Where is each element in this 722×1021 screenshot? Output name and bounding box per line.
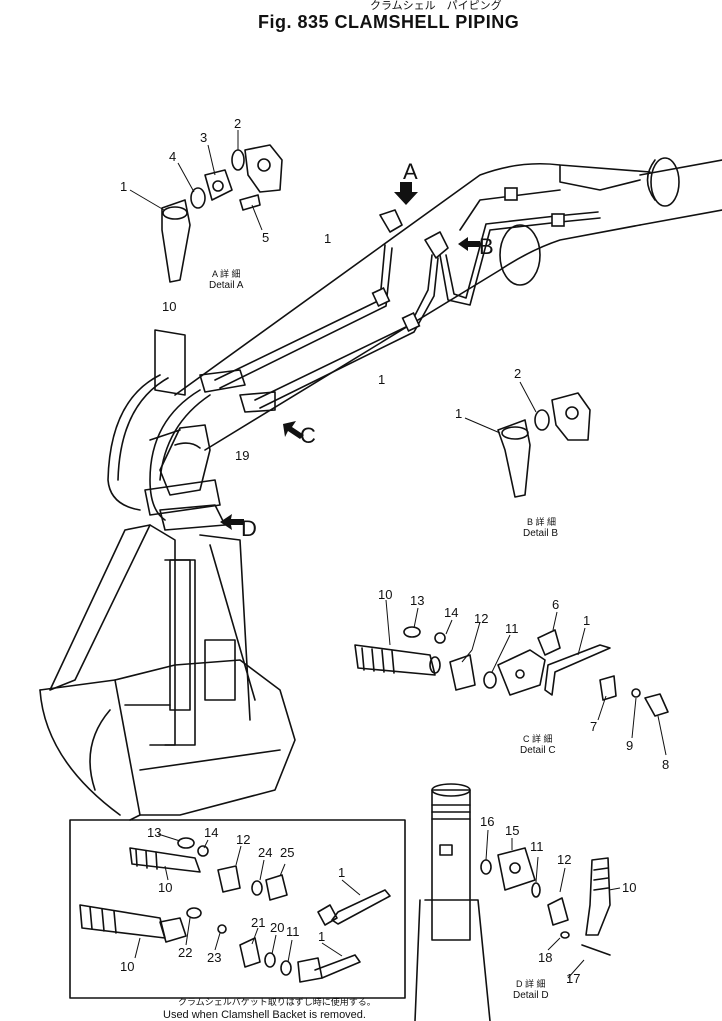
detail-d-caption: Detail D <box>513 990 549 1001</box>
callout-number: 1 <box>338 865 346 880</box>
detail-c-caption: Detail C <box>520 745 556 756</box>
figure-title: Fig. 835 CLAMSHELL PIPING <box>258 12 520 32</box>
removed-bucket-box <box>69 819 406 999</box>
callout-number: 10 <box>622 880 637 895</box>
note-jp: クラムシェルバケット取りはずし時に使用する。 <box>178 998 376 1008</box>
callout-number: 13 <box>147 825 162 840</box>
callout-number: 25 <box>280 845 295 860</box>
callout-number: 4 <box>169 149 177 164</box>
callout-number: 17 <box>566 971 581 986</box>
callout-number: 14 <box>204 825 219 840</box>
callout-number: 11 <box>286 924 300 939</box>
detail-b-caption-jp: B 詳 細 <box>527 517 557 527</box>
detail-c <box>354 599 669 756</box>
detail-a-caption-jp: A 詳 細 <box>212 269 241 279</box>
callout-number: 10 <box>158 880 173 895</box>
callout-number: 2 <box>234 116 242 131</box>
boom-pipes <box>214 187 601 409</box>
view-letter-a: A <box>403 159 418 184</box>
callout-number: 11 <box>505 621 519 636</box>
callout-number: 15 <box>505 823 520 838</box>
callout-number: 1 <box>120 179 128 194</box>
callout-number: 1 <box>378 372 386 387</box>
view-letter-c: C <box>300 423 316 448</box>
view-letter-d: D <box>241 516 257 541</box>
detail-b <box>464 381 591 498</box>
callout-number: 23 <box>207 950 222 965</box>
boom <box>174 157 722 451</box>
figure-title-jp: クラムシェル パイピング <box>370 0 502 12</box>
callout-number: 1 <box>583 613 591 628</box>
callout-number: 12 <box>557 852 572 867</box>
callout-number: 24 <box>258 845 273 860</box>
view-arrows <box>220 182 480 530</box>
callout-number: 18 <box>538 950 553 965</box>
callout-number: 20 <box>270 920 285 935</box>
callout-number: 1 <box>324 231 332 246</box>
clamshell-bucket <box>39 524 296 821</box>
detail-d <box>414 783 621 1021</box>
callout-number: 1 <box>318 929 326 944</box>
callout-number: 11 <box>530 839 544 854</box>
callout-number: 7 <box>590 719 598 734</box>
detail-d-caption-jp: D 詳 細 <box>516 979 546 989</box>
callout-number: 10 <box>162 299 177 314</box>
detail-a-caption: Detail A <box>209 280 244 291</box>
callout-number: 6 <box>552 597 560 612</box>
note: Used when Clamshell Backet is removed. <box>163 1009 366 1021</box>
callout-number: 12 <box>474 611 489 626</box>
callout-number: 3 <box>200 130 208 145</box>
callout-number: 9 <box>626 738 634 753</box>
callout-number: 12 <box>236 832 251 847</box>
callout-number: 22 <box>178 945 193 960</box>
clamshell-head <box>107 329 276 531</box>
callout-number: 14 <box>444 605 459 620</box>
callout-number: 10 <box>120 959 135 974</box>
callout-number: 16 <box>480 814 495 829</box>
callout-number: 5 <box>262 230 270 245</box>
callout-number: 19 <box>235 448 250 463</box>
detail-b-caption: Detail B <box>523 528 559 539</box>
detail-c-caption-jp: C 詳 細 <box>523 734 553 744</box>
detail-a <box>129 130 283 283</box>
callout-number: 21 <box>251 915 266 930</box>
callout-number: 8 <box>662 757 670 772</box>
callout-number: 13 <box>410 593 425 608</box>
view-letter-b: B <box>479 234 494 259</box>
callout-number: 10 <box>378 587 393 602</box>
callout-number: 2 <box>514 366 522 381</box>
callout-number: 1 <box>455 406 463 421</box>
